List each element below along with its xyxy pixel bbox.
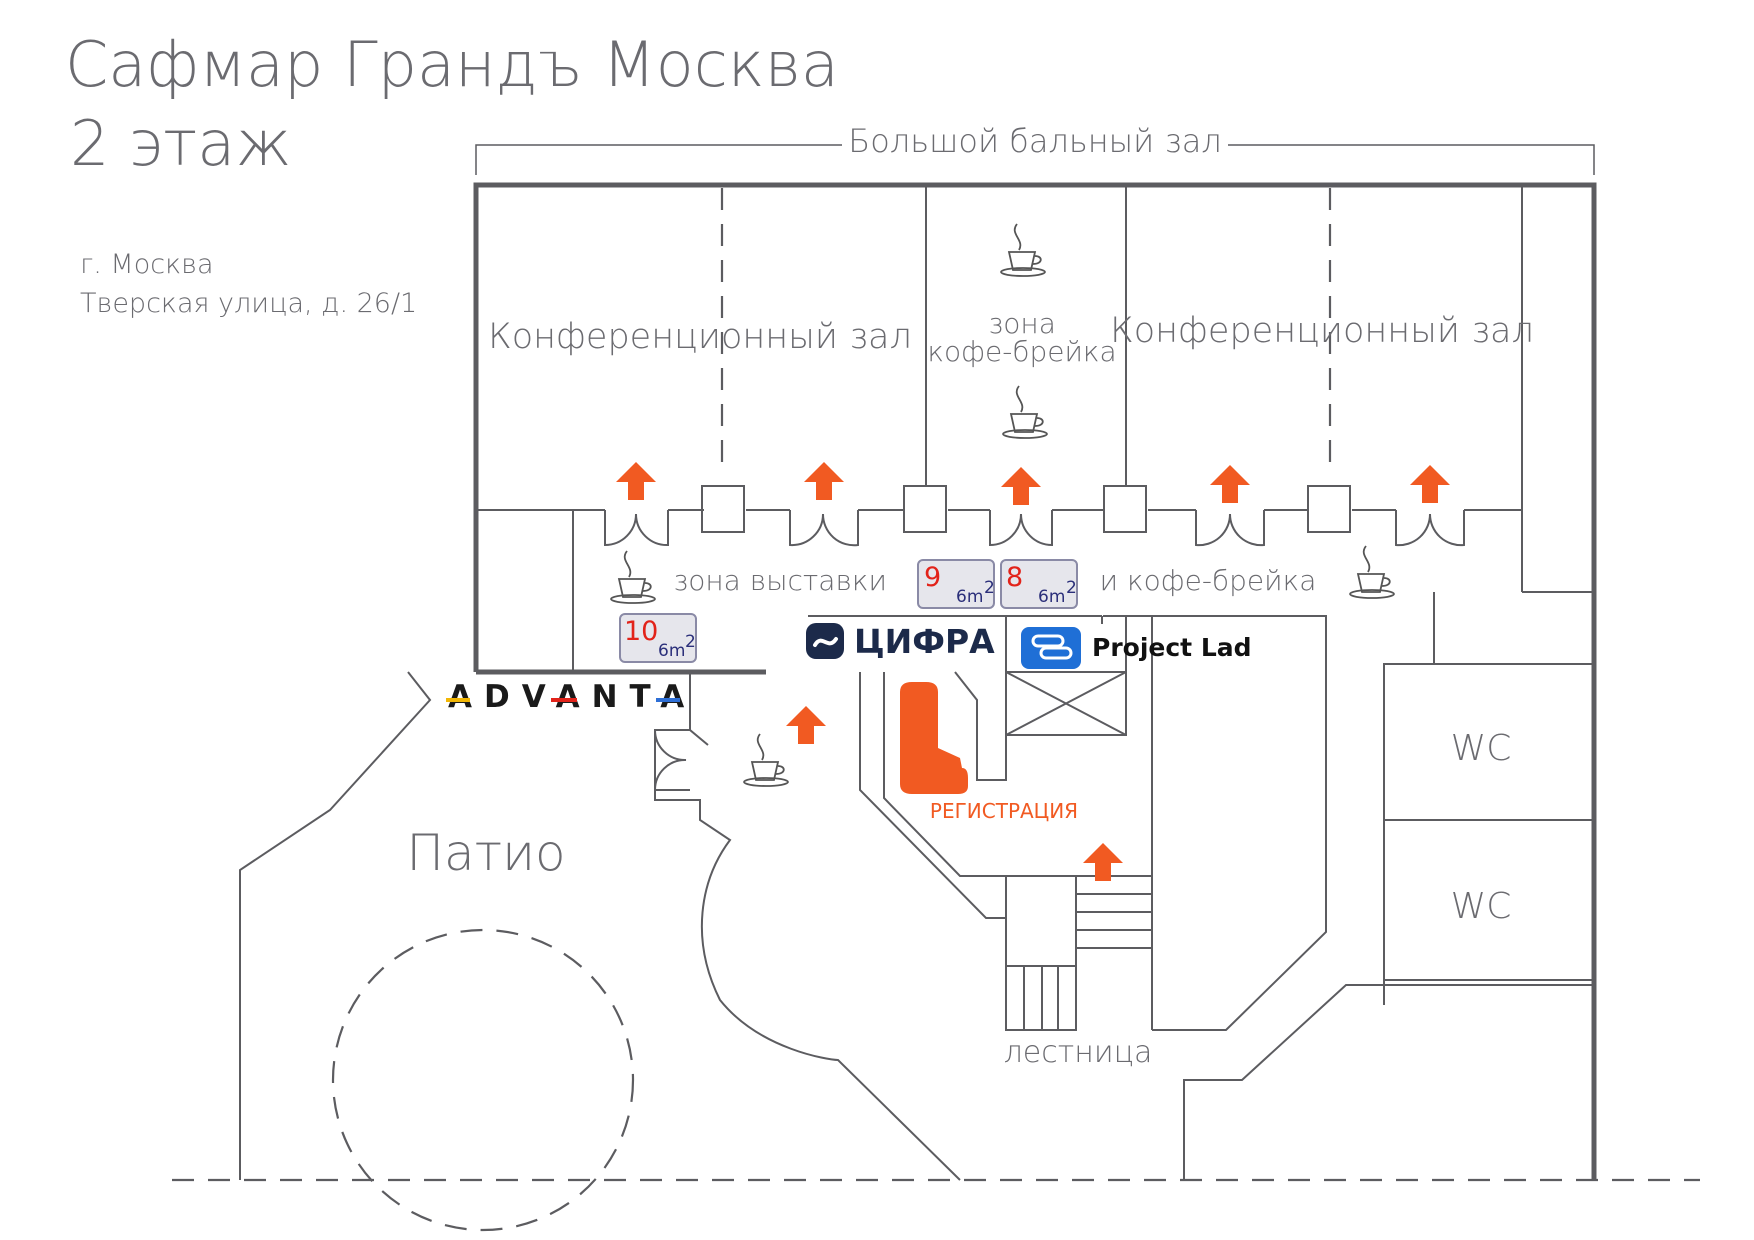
coffee-cups xyxy=(610,223,1395,787)
door-swings xyxy=(604,510,1465,791)
projectlad-logo: Project Lad xyxy=(1021,627,1252,669)
venue-title: Сафмар Грандъ Москва xyxy=(65,28,839,101)
advanta-logo: ADVANTA xyxy=(446,679,696,715)
booth-area-sup: 2 xyxy=(984,578,995,598)
arrow-up-icon xyxy=(1210,465,1250,503)
registration-label: РЕГИСТРАЦИЯ xyxy=(930,799,1078,823)
interior-walls xyxy=(239,185,1594,1181)
ballroom-bracket xyxy=(475,144,1595,175)
cifra-logo: ЦИФРА xyxy=(806,622,995,661)
columns xyxy=(701,485,1351,533)
arrow-up-icon xyxy=(786,706,826,744)
booth-area: 6m xyxy=(1038,587,1065,607)
arrow-up-icon xyxy=(1001,467,1041,505)
coffee-zone-label-line1: зона xyxy=(988,307,1056,340)
booth-number: 9 xyxy=(924,562,941,593)
arrow-up-icon xyxy=(804,462,844,500)
coffee-cup-icon xyxy=(743,733,789,787)
registration-l-icon xyxy=(900,682,968,794)
booth-number: 10 xyxy=(624,616,658,647)
arrow-up-icon xyxy=(1410,465,1450,503)
patio-label: Патио xyxy=(406,824,565,882)
booth-9[interactable]: 9 6m 2 xyxy=(917,559,995,609)
coffee-cup-icon xyxy=(1000,223,1046,277)
booth-area-sup: 2 xyxy=(1066,578,1077,598)
dashed-partitions xyxy=(172,188,1700,1232)
wc-label-upper: WC xyxy=(1451,728,1512,769)
floor-title: 2 этаж xyxy=(70,107,292,180)
conference-hall-left-label: Конференционный зал xyxy=(488,317,912,357)
ballroom-label: Большой бальный зал xyxy=(848,122,1222,160)
coffee-cup-icon xyxy=(1349,545,1395,599)
arrow-up-icon xyxy=(1083,843,1123,881)
coffee-zone-label-line2: кофе-брейка xyxy=(927,335,1116,368)
arrow-up-icon xyxy=(616,462,656,500)
projectlad-wordmark: Project Lad xyxy=(1092,633,1252,662)
advanta-wordmark: ADVANTA xyxy=(448,679,696,715)
expo-zone-label: зона выставки xyxy=(673,564,887,597)
coffee-cup-icon xyxy=(610,550,656,604)
outer-walls xyxy=(473,182,1597,1180)
booth-number: 8 xyxy=(1006,562,1023,593)
entrance-arrows xyxy=(616,462,1450,881)
conference-hall-right-label: Конференционный зал xyxy=(1110,311,1534,351)
booth-10[interactable]: 10 6m 2 xyxy=(619,613,697,663)
wc-label-lower: WC xyxy=(1451,886,1512,927)
cifra-wordmark: ЦИФРА xyxy=(854,622,995,661)
booth-area-sup: 2 xyxy=(685,632,696,652)
address-street: Тверская улица, д. 26/1 xyxy=(80,288,417,319)
stairs-label: лестница xyxy=(1004,1035,1153,1070)
booth-8[interactable]: 8 6m 2 xyxy=(1000,559,1078,609)
address-city: г. Москва xyxy=(80,249,213,280)
booth-area: 6m xyxy=(956,587,983,607)
coffee-cup-icon xyxy=(1002,385,1048,439)
expo-coffee-zone-label: и кофе-брейка xyxy=(1100,564,1317,597)
booth-area: 6m xyxy=(658,641,685,661)
